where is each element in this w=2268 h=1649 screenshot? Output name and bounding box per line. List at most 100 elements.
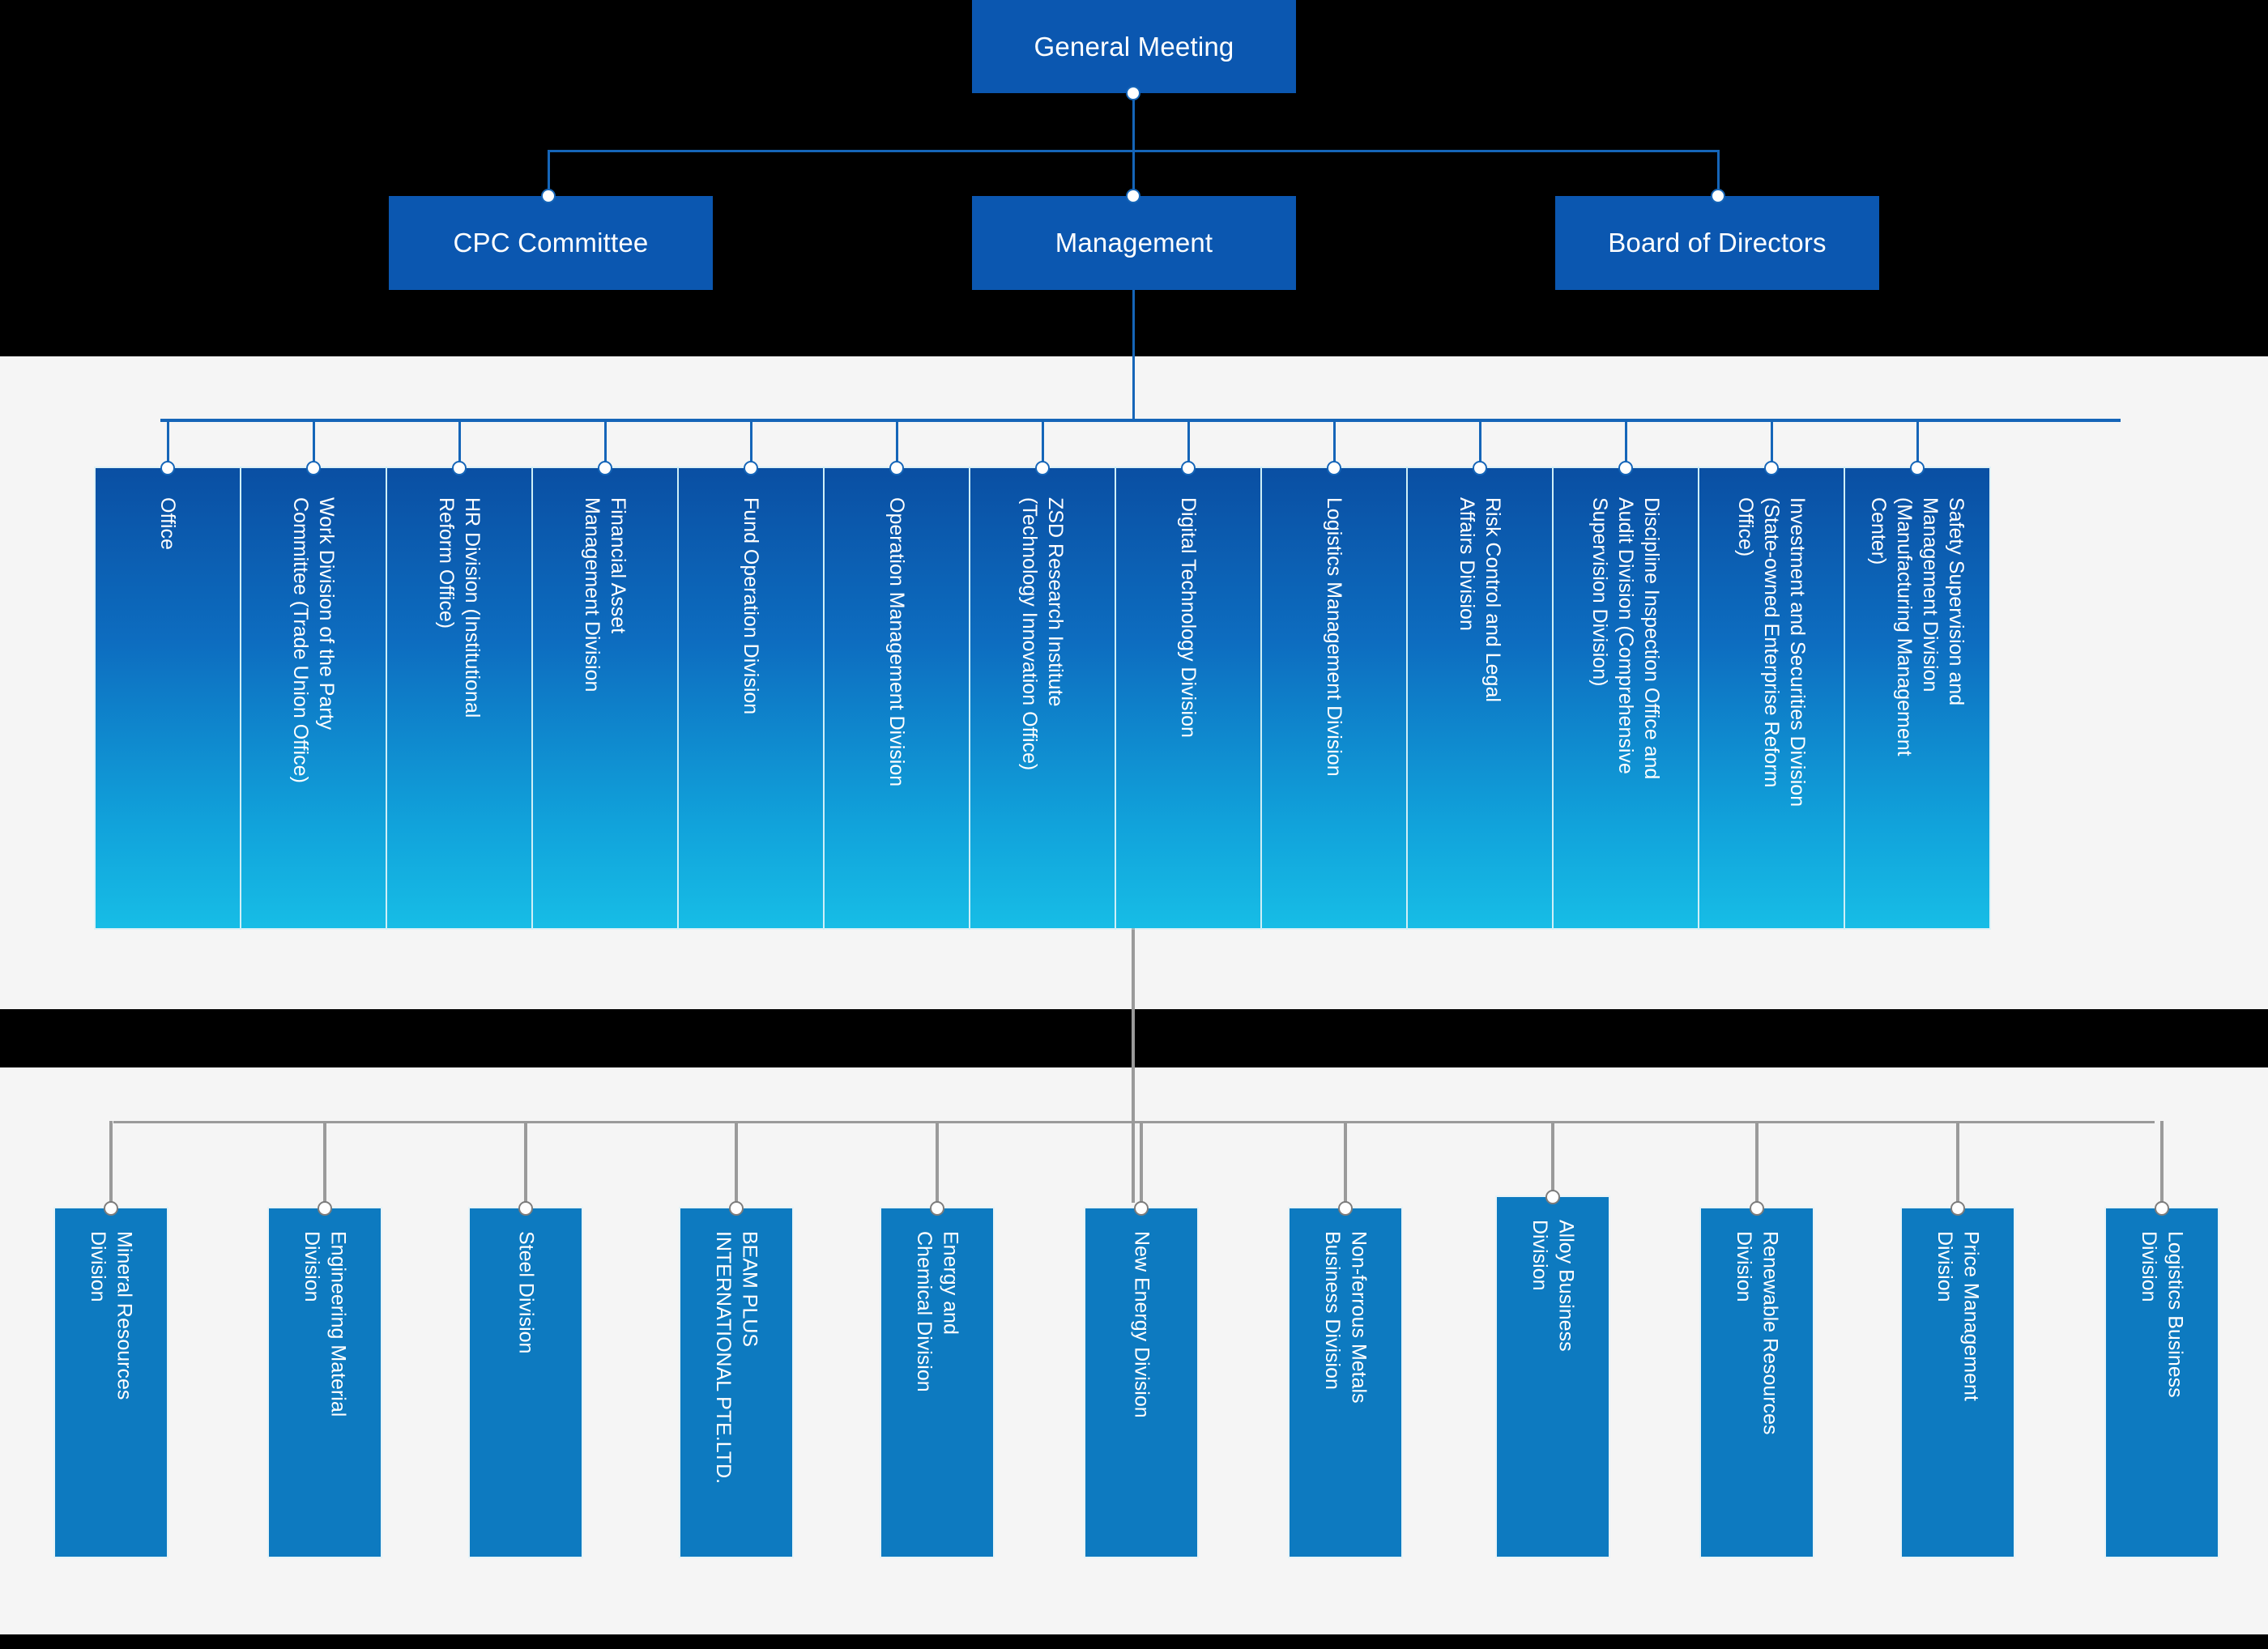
node-label: General Meeting bbox=[1034, 31, 1234, 62]
node-label: Safety Supervision and Management Divisi… bbox=[1867, 497, 1967, 756]
connector-l3-drop-2 bbox=[458, 419, 461, 468]
node-level3-9[interactable]: Risk Control and Legal Affairs Division bbox=[1408, 468, 1552, 928]
node-level4-8[interactable]: Renewable Resources Division bbox=[1701, 1208, 1813, 1557]
node-level4-2[interactable]: Steel Division bbox=[470, 1208, 582, 1557]
node-level4-4[interactable]: Energy and Chemical Division bbox=[881, 1208, 993, 1557]
connector-l4-drop-10 bbox=[2160, 1121, 2164, 1208]
node-level3-7[interactable]: Digital Technology Division bbox=[1116, 468, 1260, 928]
dot-level3-0 bbox=[160, 461, 175, 475]
node-label: Digital Technology Division bbox=[1177, 497, 1200, 738]
node-label: Logistics Management Division bbox=[1323, 497, 1345, 777]
dot-management bbox=[1126, 189, 1140, 203]
node-label: Steel Division bbox=[514, 1231, 538, 1354]
dot-level4-8 bbox=[1750, 1201, 1764, 1216]
node-general-meeting[interactable]: General Meeting bbox=[972, 0, 1296, 93]
dot-level4-6 bbox=[1338, 1201, 1353, 1216]
node-label: Discipline Inspection Office and Audit D… bbox=[1588, 497, 1663, 780]
node-label: Engineering Material Division bbox=[301, 1231, 350, 1417]
node-level3-1[interactable]: Work Division of the Party Committee (Tr… bbox=[241, 468, 386, 928]
dot-level3-7 bbox=[1181, 461, 1196, 475]
connector-l4-drop-5 bbox=[1140, 1121, 1143, 1208]
dot-level3-12 bbox=[1910, 461, 1925, 475]
node-level3-5[interactable]: Operation Management Division bbox=[825, 468, 969, 928]
dot-level4-2 bbox=[518, 1201, 533, 1216]
node-level3-8[interactable]: Logistics Management Division bbox=[1262, 468, 1406, 928]
connector-l3-drop-1 bbox=[312, 419, 315, 468]
node-label: Office bbox=[156, 497, 179, 550]
node-level4-6[interactable]: Non-ferrous Metals Business Division bbox=[1290, 1208, 1401, 1557]
connector-l2-drop-board bbox=[1717, 150, 1720, 196]
node-label: Operation Management Division bbox=[885, 497, 908, 787]
connector-l1-trunk bbox=[1132, 93, 1135, 151]
dot-level3-10 bbox=[1618, 461, 1633, 475]
connector-l4-drop-2 bbox=[524, 1121, 527, 1208]
connector-l4-drop-3 bbox=[735, 1121, 738, 1208]
node-level4-5[interactable]: New Energy Division bbox=[1085, 1208, 1197, 1557]
dot-cpc-committee bbox=[541, 189, 556, 203]
node-level4-7[interactable]: Alloy Business Division bbox=[1497, 1197, 1609, 1557]
connector-l3-drop-10 bbox=[1624, 419, 1627, 468]
dot-level3-2 bbox=[452, 461, 467, 475]
node-label: Alloy Business Division bbox=[1528, 1220, 1578, 1352]
node-label: Investment and Securities Division (Stat… bbox=[1734, 497, 1809, 807]
node-level4-0[interactable]: Mineral Resources Division bbox=[55, 1208, 167, 1557]
connector-l4-drop-9 bbox=[1956, 1121, 1959, 1208]
connector-l4-drop-0 bbox=[109, 1121, 113, 1208]
connector-l3-drop-5 bbox=[895, 419, 898, 468]
connector-l3-bus bbox=[160, 419, 2121, 422]
node-label: Energy and Chemical Division bbox=[913, 1231, 962, 1392]
node-level3-6[interactable]: ZSD Research Institute (Technology Innov… bbox=[970, 468, 1115, 928]
dot-level4-4 bbox=[930, 1201, 944, 1216]
connector-l3-drop-12 bbox=[1916, 419, 1919, 468]
node-level4-9[interactable]: Price Management Division bbox=[1902, 1208, 2014, 1557]
node-label: CPC Committee bbox=[453, 228, 649, 258]
node-level3-12[interactable]: Safety Supervision and Management Divisi… bbox=[1845, 468, 1989, 928]
connector-l4-trunk-lower bbox=[1132, 1089, 1135, 1203]
node-management[interactable]: Management bbox=[972, 196, 1296, 290]
dot-level4-10 bbox=[2155, 1201, 2169, 1216]
node-level3-0[interactable]: Office bbox=[96, 468, 240, 928]
node-label: Fund Operation Division bbox=[740, 497, 762, 715]
connector-l4-drop-7 bbox=[1551, 1121, 1554, 1197]
node-label: BEAM PLUS INTERNATIONAL PTE.LTD. bbox=[712, 1231, 761, 1485]
dot-level4-5 bbox=[1134, 1201, 1149, 1216]
connector-l4-drop-8 bbox=[1755, 1121, 1759, 1208]
dot-level4-7 bbox=[1545, 1190, 1560, 1204]
node-level3-3[interactable]: Financial Asset Management Division bbox=[533, 468, 677, 928]
node-level4-3[interactable]: BEAM PLUS INTERNATIONAL PTE.LTD. bbox=[680, 1208, 792, 1557]
connector-l2-drop-management bbox=[1132, 150, 1135, 196]
dot-level4-1 bbox=[318, 1201, 332, 1216]
node-level3-2[interactable]: HR Division (Institutional Reform Office… bbox=[387, 468, 531, 928]
dot-level3-1 bbox=[306, 461, 321, 475]
node-level3-11[interactable]: Investment and Securities Division (Stat… bbox=[1699, 468, 1844, 928]
node-level4-10[interactable]: Logistics Business Division bbox=[2106, 1208, 2218, 1557]
node-label: New Energy Division bbox=[1130, 1231, 1153, 1418]
dot-general-meeting bbox=[1126, 86, 1140, 100]
connector-l4-drop-1 bbox=[323, 1121, 326, 1208]
node-label: HR Division (Institutional Reform Office… bbox=[435, 497, 484, 718]
connector-l3-drop-0 bbox=[166, 419, 169, 468]
dot-level3-6 bbox=[1035, 461, 1050, 475]
node-label: Risk Control and Legal Affairs Division bbox=[1456, 497, 1504, 702]
connector-l3-drop-7 bbox=[1187, 419, 1190, 468]
dot-level3-3 bbox=[598, 461, 612, 475]
node-label: Mineral Resources Division bbox=[87, 1231, 136, 1400]
node-label: Management bbox=[1055, 228, 1213, 258]
dot-level4-0 bbox=[104, 1201, 118, 1216]
connector-l3-to-l4-trunk bbox=[1132, 927, 1135, 1089]
node-cpc-committee[interactable]: CPC Committee bbox=[389, 196, 713, 290]
node-level3-10[interactable]: Discipline Inspection Office and Audit D… bbox=[1554, 468, 1698, 928]
node-board-of-directors[interactable]: Board of Directors bbox=[1555, 196, 1879, 290]
connector-l4-drop-4 bbox=[936, 1121, 939, 1208]
connector-l3-drop-8 bbox=[1332, 419, 1336, 468]
node-label: Renewable Resources Division bbox=[1733, 1231, 1782, 1435]
node-label: Non-ferrous Metals Business Division bbox=[1321, 1231, 1371, 1404]
node-level4-1[interactable]: Engineering Material Division bbox=[269, 1208, 381, 1557]
node-label: Board of Directors bbox=[1608, 228, 1827, 258]
dot-level3-5 bbox=[889, 461, 904, 475]
connector-l3-drop-3 bbox=[603, 419, 607, 468]
connector-management-trunk bbox=[1132, 290, 1135, 420]
dot-level3-11 bbox=[1764, 461, 1779, 475]
node-level3-4[interactable]: Fund Operation Division bbox=[679, 468, 823, 928]
